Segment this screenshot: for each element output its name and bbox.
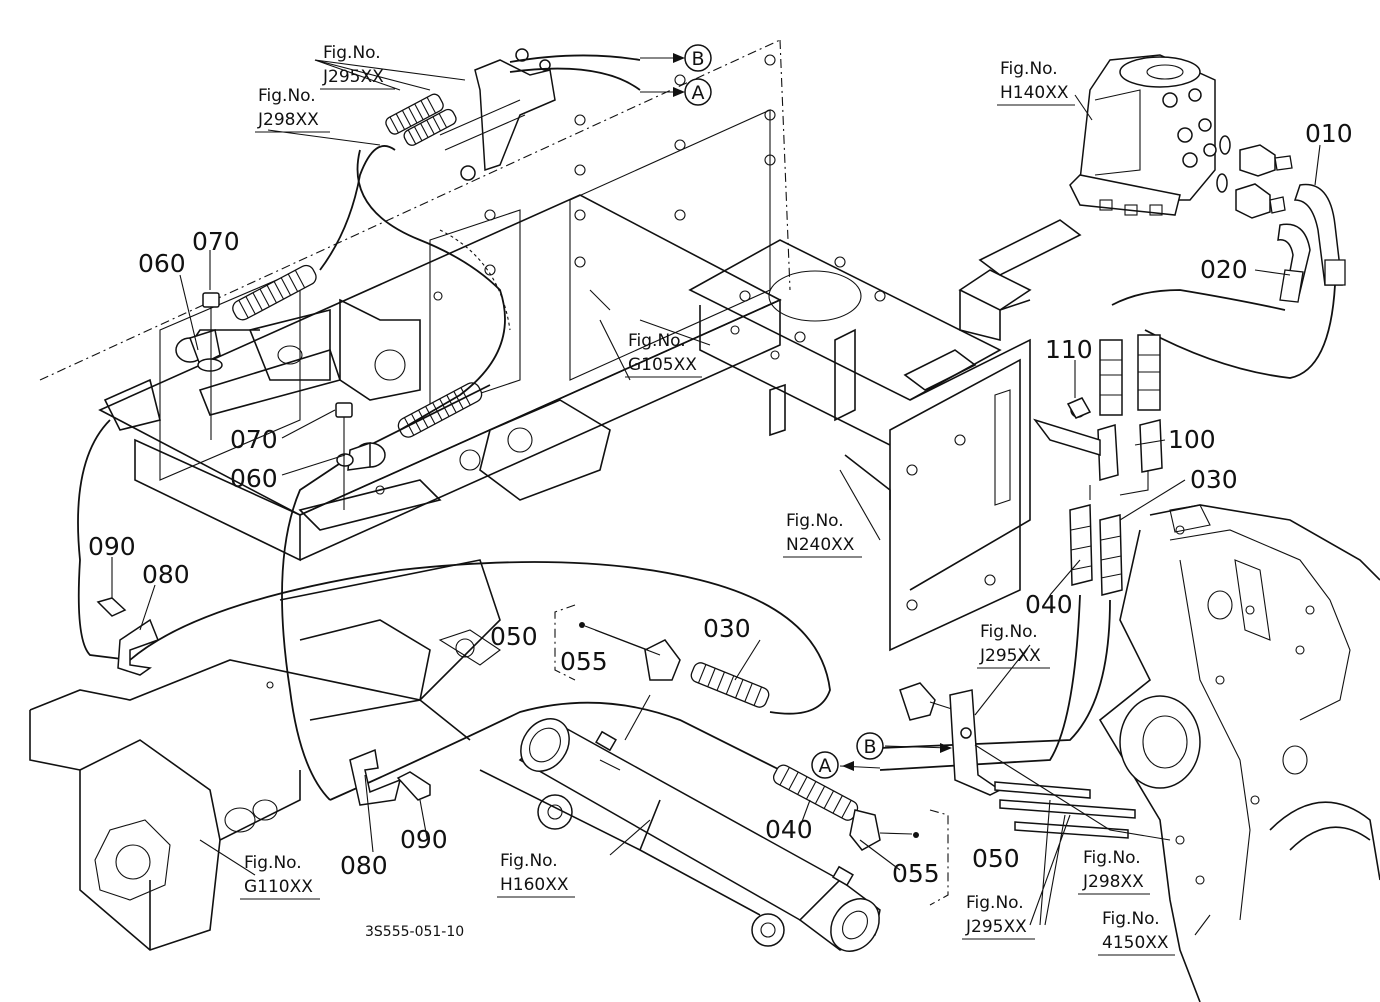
svg-text:Fig.No.: Fig.No. bbox=[786, 511, 844, 531]
fig-ref-h140: Fig.No. H140XX bbox=[997, 59, 1075, 106]
svg-text:Fig.No.: Fig.No. bbox=[244, 853, 302, 873]
svg-text:Fig.No.: Fig.No. bbox=[500, 851, 558, 871]
svg-text:J295XX: J295XX bbox=[965, 917, 1027, 937]
label-100: 100 bbox=[1168, 425, 1216, 454]
label-030-right: 030 bbox=[1190, 465, 1238, 494]
connector-b-top: B bbox=[640, 44, 712, 72]
label-080-bottom: 080 bbox=[340, 851, 388, 880]
fig-ref-j295-mid: Fig.No. J295XX bbox=[977, 622, 1050, 669]
svg-text:N240XX: N240XX bbox=[786, 535, 855, 555]
label-090-left: 090 bbox=[88, 532, 136, 561]
front-axle-bracket-drawing bbox=[29, 559, 501, 951]
svg-text:J295XX: J295XX bbox=[322, 67, 384, 87]
leader-lines bbox=[111, 59, 1321, 936]
svg-text:H140XX: H140XX bbox=[1000, 83, 1069, 103]
svg-text:Fig.No.: Fig.No. bbox=[628, 331, 686, 351]
label-055-bottom: 055 bbox=[892, 859, 940, 888]
steering-unit-drawing bbox=[1069, 54, 1293, 219]
label-090-bottom: 090 bbox=[400, 825, 448, 854]
label-070-lower: 070 bbox=[230, 425, 278, 454]
center-bracket-drawing bbox=[688, 239, 1031, 652]
label-110: 110 bbox=[1045, 335, 1093, 364]
fig-ref-g105: Fig.No. G105XX bbox=[625, 331, 702, 378]
svg-text:Fig.No.: Fig.No. bbox=[323, 43, 381, 63]
fig-ref-j295-top: Fig.No. J295XX bbox=[320, 43, 395, 90]
svg-text:Fig.No.: Fig.No. bbox=[1000, 59, 1058, 79]
svg-text:A: A bbox=[819, 755, 832, 777]
svg-text:4150XX: 4150XX bbox=[1102, 933, 1169, 953]
svg-text:B: B bbox=[691, 48, 704, 70]
svg-text:J298XX: J298XX bbox=[257, 110, 319, 130]
svg-text:Fig.No.: Fig.No. bbox=[966, 893, 1024, 913]
svg-text:A: A bbox=[692, 82, 705, 104]
svg-text:H160XX: H160XX bbox=[500, 875, 569, 895]
label-050-bottom: 050 bbox=[972, 844, 1020, 873]
label-020: 020 bbox=[1200, 255, 1248, 284]
steering-cylinder-drawing bbox=[479, 718, 881, 952]
label-010: 010 bbox=[1305, 119, 1353, 148]
label-060-lower: 060 bbox=[230, 464, 278, 493]
svg-text:G110XX: G110XX bbox=[244, 877, 313, 897]
main-frame-drawing bbox=[39, 39, 791, 562]
label-060-upper: 060 bbox=[138, 249, 186, 278]
fig-ref-g110: Fig.No. G110XX bbox=[240, 853, 320, 900]
fig-ref-4150: Fig.No. 4150XX bbox=[1098, 909, 1175, 956]
label-055-top: 055 bbox=[560, 647, 608, 676]
svg-text:Fig.No.: Fig.No. bbox=[1102, 909, 1160, 929]
drawing-id: 3S555-051-10 bbox=[365, 924, 464, 940]
label-030-bottom: 030 bbox=[703, 614, 751, 643]
svg-text:G105XX: G105XX bbox=[628, 355, 697, 375]
fig-ref-j295-bottom: Fig.No. J295XX bbox=[962, 893, 1035, 940]
svg-text:Fig.No.: Fig.No. bbox=[980, 622, 1038, 642]
fig-ref-j298-top: Fig.No. J298XX bbox=[255, 86, 330, 133]
fig-ref-n240: Fig.No. N240XX bbox=[783, 511, 862, 558]
fig-ref-h160: Fig.No. H160XX bbox=[497, 851, 575, 898]
svg-text:Fig.No.: Fig.No. bbox=[258, 86, 316, 106]
svg-text:J298XX: J298XX bbox=[1082, 872, 1144, 892]
label-040-bottom: 040 bbox=[765, 815, 813, 844]
svg-text:B: B bbox=[863, 736, 876, 758]
connector-b-bottom: B bbox=[856, 732, 952, 760]
part-number-labels: 010 020 110 100 030 040 070 060 070 060 … bbox=[88, 119, 1353, 888]
fig-references: Fig.No. J295XX Fig.No. J298XX Fig.No. H1… bbox=[240, 43, 1175, 956]
transmission-case-drawing bbox=[1098, 504, 1380, 1002]
fig-ref-j298-bottom: Fig.No. J298XX bbox=[1078, 848, 1150, 895]
support-bracket-drawing bbox=[958, 219, 1082, 342]
label-080-left: 080 bbox=[142, 560, 190, 589]
svg-text:Fig.No.: Fig.No. bbox=[1083, 848, 1141, 868]
label-050-top: 050 bbox=[490, 622, 538, 651]
label-040-right: 040 bbox=[1025, 590, 1073, 619]
connector-a-bottom: A bbox=[811, 751, 881, 779]
svg-text:J295XX: J295XX bbox=[979, 646, 1041, 666]
connector-a-top: A bbox=[640, 78, 712, 106]
label-070-upper: 070 bbox=[192, 227, 240, 256]
clamps-and-bolts bbox=[96, 292, 1171, 926]
